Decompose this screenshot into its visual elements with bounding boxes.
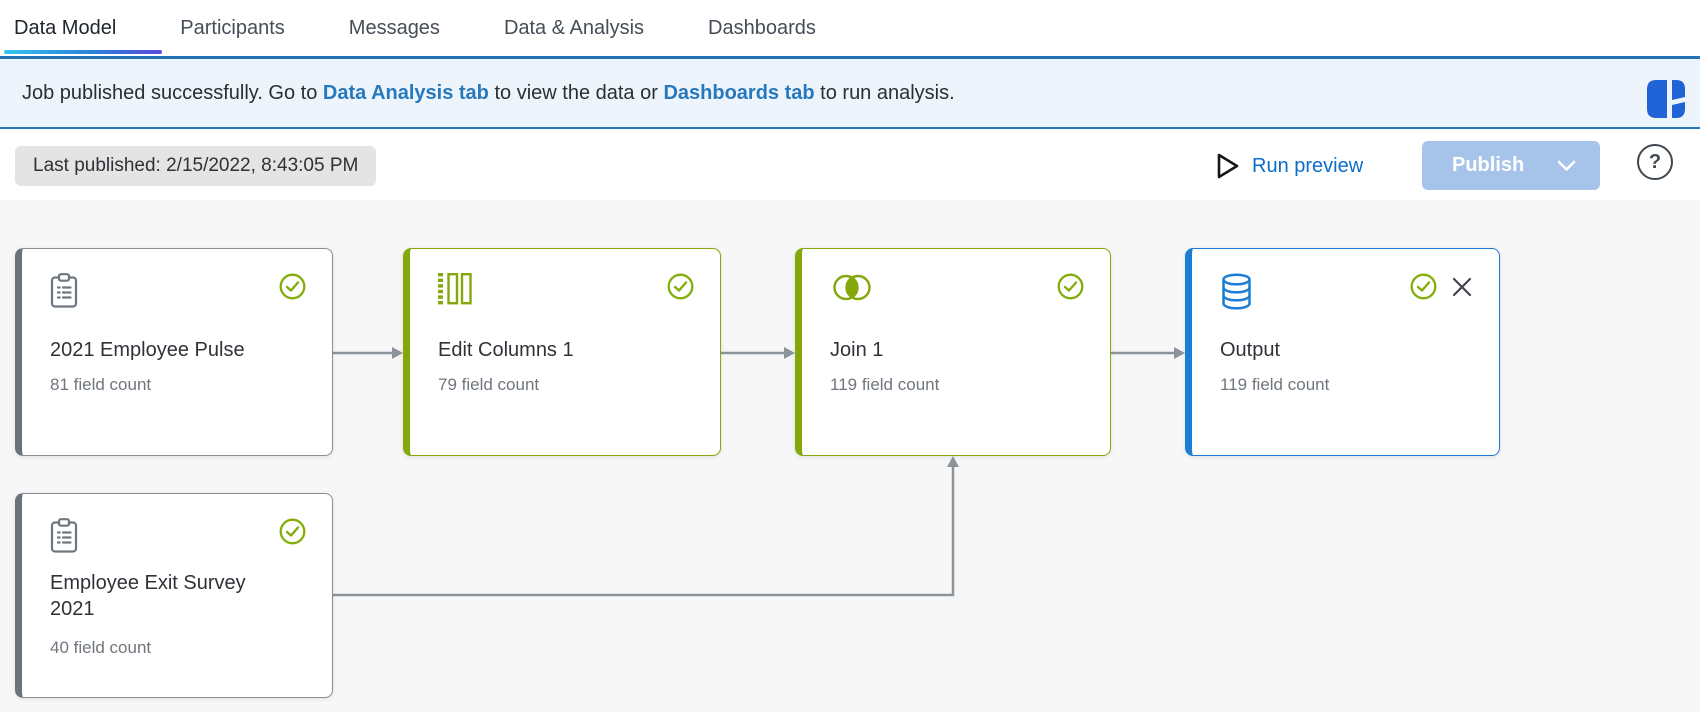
node-title: Edit Columns 1 [438, 339, 574, 361]
data-model-canvas: 2021 Employee Pulse 81 field count Edit … [0, 200, 1700, 712]
tab-participants[interactable]: Participants [180, 16, 285, 39]
banner-text: to view the data or [488, 81, 664, 104]
data-analysis-tab-link[interactable]: Data Analysis tab [322, 81, 489, 104]
banner-text: to run analysis. [814, 81, 955, 104]
dashboards-tab-link[interactable]: Dashboards tab [663, 81, 815, 104]
node-title: Output [1220, 339, 1281, 361]
close-icon [1452, 277, 1472, 296]
node-title: Join 1 [830, 339, 884, 361]
top-tab-bar: Data Model Participants Messages Data & … [0, 0, 1700, 59]
tab-data-analysis[interactable]: Data & Analysis [503, 16, 645, 39]
chevron-down-icon [1557, 160, 1576, 171]
node-title: 2021 Employee Pulse [50, 339, 245, 361]
banner-message: Job published successfully. Go to Data A… [22, 82, 955, 105]
node-output[interactable]: Output 119 field count [1185, 248, 1500, 456]
success-check-icon [667, 273, 694, 300]
node-join-1[interactable]: Join 1 119 field count [795, 248, 1111, 456]
survey-icon [50, 518, 78, 553]
node-field-count: 40 field count [50, 638, 152, 657]
node-employee-exit-survey-2021[interactable]: Employee Exit Survey 2021 40 field count [15, 493, 333, 698]
play-icon [1217, 153, 1239, 179]
node-2021-employee-pulse[interactable]: 2021 Employee Pulse 81 field count [15, 248, 333, 456]
success-check-icon [279, 273, 306, 300]
node-field-count: 119 field count [1220, 375, 1330, 394]
node-title: Employee Exit Survey 2021 [50, 572, 246, 620]
publish-label: Publish [1452, 154, 1525, 176]
tab-messages[interactable]: Messages [348, 16, 440, 39]
publish-success-banner: Job published successfully. Go to Data A… [0, 59, 1700, 129]
help-button[interactable]: ? [1637, 144, 1673, 180]
tab-dashboards[interactable]: Dashboards [708, 16, 816, 39]
success-check-icon [1410, 273, 1437, 300]
success-check-icon [1057, 273, 1084, 300]
run-preview-label: Run preview [1252, 154, 1364, 177]
success-check-icon [279, 518, 306, 545]
tab-data-model[interactable]: Data Model [14, 16, 117, 39]
node-field-count: 79 field count [438, 375, 540, 394]
edit-columns-icon [438, 273, 472, 305]
node-field-count: 81 field count [50, 375, 152, 394]
publish-button[interactable]: Publish [1422, 141, 1600, 190]
flow-connectors [333, 347, 1185, 597]
close-node-button[interactable] [1451, 276, 1473, 298]
active-tab-underline [4, 50, 162, 54]
join-icon [833, 274, 871, 301]
database-icon [1222, 273, 1251, 310]
help-label: ? [1648, 150, 1662, 173]
survey-icon [50, 273, 78, 308]
last-published-badge: Last published: 2/15/2022, 8:43:05 PM [15, 146, 377, 186]
run-preview-button[interactable]: Run preview [1216, 148, 1363, 184]
node-edit-columns-1[interactable]: Edit Columns 1 79 field count [403, 248, 721, 456]
node-field-count: 119 field count [830, 375, 940, 394]
feedback-widget-logo-icon[interactable] [1647, 80, 1685, 118]
banner-text: Job published successfully. Go to [22, 81, 323, 104]
model-toolbar: Last published: 2/15/2022, 8:43:05 PM Ru… [0, 129, 1700, 200]
